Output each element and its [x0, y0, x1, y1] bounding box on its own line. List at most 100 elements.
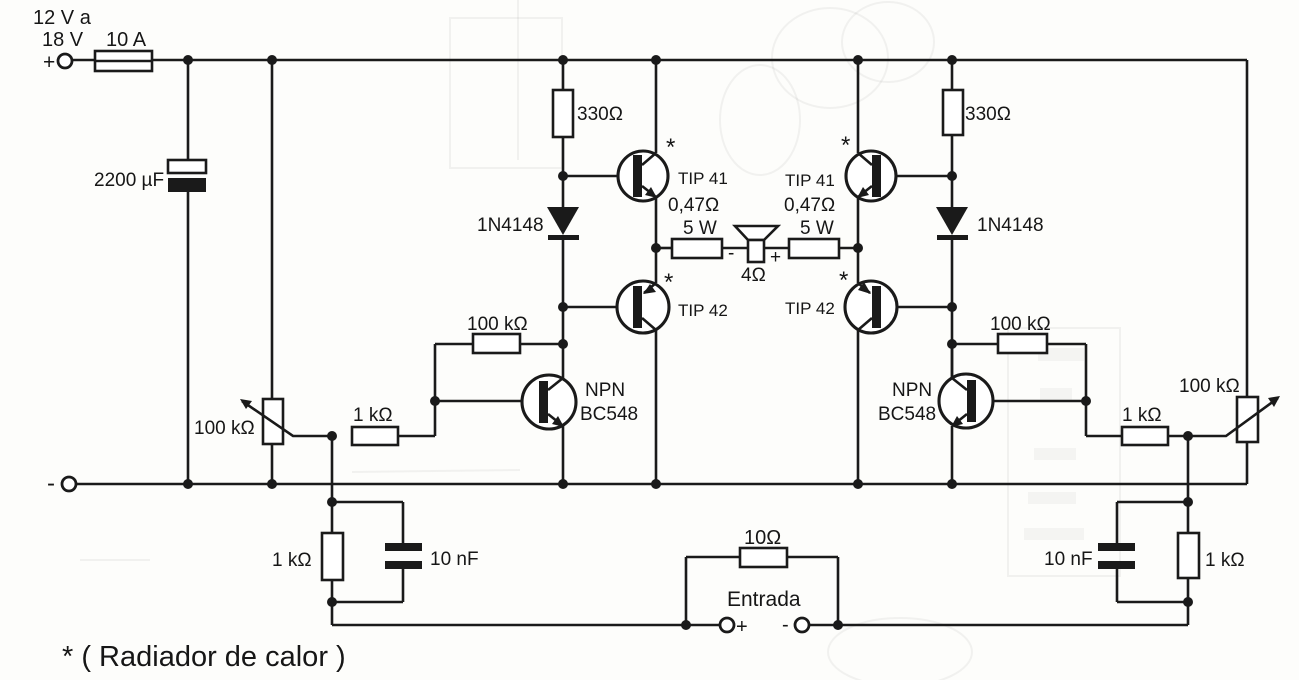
- left-base-resistor: [350, 425, 400, 447]
- left-tip41-heatsink-mark: *: [666, 134, 675, 161]
- input-minus-terminal: [793, 616, 811, 634]
- speaker-body-icon: [746, 238, 766, 264]
- left-bias-potentiometer: [240, 60, 332, 484]
- right-base-resistor-label: 1 kΩ: [1122, 405, 1162, 426]
- right-10nf-capacitor: [1098, 543, 1135, 551]
- filter-capacitor-label: 2200 µF: [94, 170, 164, 191]
- left-pot-wiper-arrow-icon: [240, 399, 252, 409]
- right-330-resistor: [941, 88, 965, 137]
- negative-supply-terminal: [60, 475, 78, 493]
- speaker-cone-icon: [732, 224, 782, 242]
- right-1k-shunt-resistor: [1176, 531, 1201, 580]
- supply-voltage-line1: 12 V a: [33, 7, 92, 29]
- left-bc548-body: [520, 373, 578, 431]
- speaker-bridge: [656, 224, 858, 264]
- left-tip41-body: [616, 149, 670, 203]
- input-label: Entrada: [727, 588, 801, 611]
- positive-supply-terminal: [56, 52, 74, 70]
- right-bc548-emitter-arrow-icon: [951, 416, 963, 427]
- supply-plus-mark: +: [43, 51, 55, 74]
- right-emitter-resistor-power-label: 5 W: [800, 218, 834, 239]
- right-tip41-transistor: [844, 149, 898, 203]
- left-shunt-resistor-label: 1 kΩ: [272, 550, 312, 571]
- left-tip41-transistor: [616, 149, 670, 203]
- input-bridge-resistor: [738, 546, 789, 569]
- left-capacitor-label: 10 nF: [430, 549, 479, 570]
- right-tip41-label: TIP 41: [785, 171, 835, 190]
- left-bc548-part-label: BC548: [580, 404, 638, 425]
- left-emitter-resistor-power-label: 5 W: [683, 218, 717, 239]
- left-tip41-label: TIP 41: [678, 169, 728, 188]
- left-10nf-capacitor: [385, 543, 422, 551]
- speaker-minus-mark: -: [728, 243, 734, 264]
- right-emitter-resistor: [787, 237, 841, 260]
- right-tip42-heatsink-mark: *: [839, 267, 848, 294]
- speaker-impedance-label: 4Ω: [741, 265, 766, 286]
- supply-minus-mark: -: [47, 470, 55, 497]
- left-tip42-body: [615, 279, 671, 335]
- labels: 12 V a 18 V + - 10 A 2200 µF 330Ω 330Ω 1…: [33, 7, 1245, 673]
- left-tip42-transistor: [615, 279, 671, 335]
- left-bc548-transistor: [520, 344, 578, 484]
- input-minus-mark: -: [782, 614, 789, 636]
- heatsink-footnote: * ( Radiador de calor ): [62, 641, 346, 673]
- input-bridge-resistor-label: 10Ω: [744, 527, 781, 549]
- fuse-rating-label: 10 A: [106, 29, 147, 51]
- left-330-label: 330Ω: [577, 104, 623, 125]
- left-emitter-resistor-label: 0,47Ω: [668, 195, 719, 216]
- right-diode-label: 1N4148: [977, 215, 1044, 236]
- left-feedback-resistor-label: 100 kΩ: [467, 314, 528, 335]
- right-capacitor-label: 10 nF: [1044, 549, 1093, 570]
- left-bc548-emitter-arrow-icon: [552, 416, 564, 427]
- left-feedback-resistor: [471, 332, 522, 355]
- junction-dots: [183, 55, 1193, 630]
- right-tip42-emitter-arrow-icon: [858, 282, 871, 294]
- left-tip41-emitter-arrow-icon: [645, 187, 657, 198]
- right-input-rc-network: [838, 436, 1201, 627]
- left-bc548-type-label: NPN: [585, 380, 625, 401]
- scan-bleedthrough-artifacts: [80, 0, 1121, 680]
- right-bc548-transistor: [937, 344, 995, 484]
- filter-capacitor-negative-plate: [168, 178, 206, 192]
- left-tip42-emitter-arrow-icon: [643, 284, 656, 294]
- right-pot-label: 100 kΩ: [1179, 376, 1240, 397]
- input-entrada: [684, 546, 840, 634]
- right-tip42-label: TIP 42: [785, 299, 835, 318]
- left-diode-label: 1N4148: [477, 215, 544, 236]
- speaker-plus-mark: +: [770, 247, 781, 268]
- right-tip42-transistor: [843, 279, 899, 335]
- right-feedback-resistor-label: 100 kΩ: [990, 314, 1051, 335]
- right-tip42-body: [843, 279, 899, 335]
- right-bc548-part-label: BC548: [878, 404, 936, 425]
- input-plus-terminal: [718, 616, 736, 634]
- left-tip42-heatsink-mark: *: [664, 269, 673, 296]
- right-feedback-resistor: [996, 332, 1049, 355]
- right-330-label: 330Ω: [965, 104, 1011, 125]
- right-pot-wiper-arrow-icon: [1268, 396, 1280, 407]
- left-1n4148-diode: [547, 207, 579, 235]
- supply-input: [56, 49, 208, 493]
- right-pot-wiper: [1188, 396, 1279, 438]
- left-330-resistor: [551, 88, 575, 139]
- input-plus-mark: +: [736, 616, 748, 638]
- right-bc548-body: [937, 372, 995, 430]
- left-tip42-label: TIP 42: [678, 301, 728, 320]
- left-pot-wiper: [241, 399, 332, 438]
- right-tip41-heatsink-mark: *: [841, 132, 850, 159]
- positive-rail: [72, 58, 1249, 397]
- right-bias-potentiometer: [1188, 395, 1280, 444]
- right-bc548-type-label: NPN: [892, 380, 932, 401]
- right-shunt-resistor-label: 1 kΩ: [1205, 550, 1245, 571]
- left-emitter-resistor: [670, 237, 724, 260]
- filter-capacitor-positive-plate: [166, 158, 208, 175]
- right-1n4148-diode: [936, 207, 968, 235]
- left-base-resistor-label: 1 kΩ: [353, 405, 393, 426]
- right-tip41-body: [844, 149, 898, 203]
- right-tip41-emitter-arrow-icon: [857, 187, 869, 198]
- right-emitter-resistor-label: 0,47Ω: [784, 195, 835, 216]
- left-pot-label: 100 kΩ: [194, 418, 255, 439]
- supply-voltage-line2: 18 V: [42, 29, 84, 51]
- right-base-resistor: [1120, 425, 1170, 447]
